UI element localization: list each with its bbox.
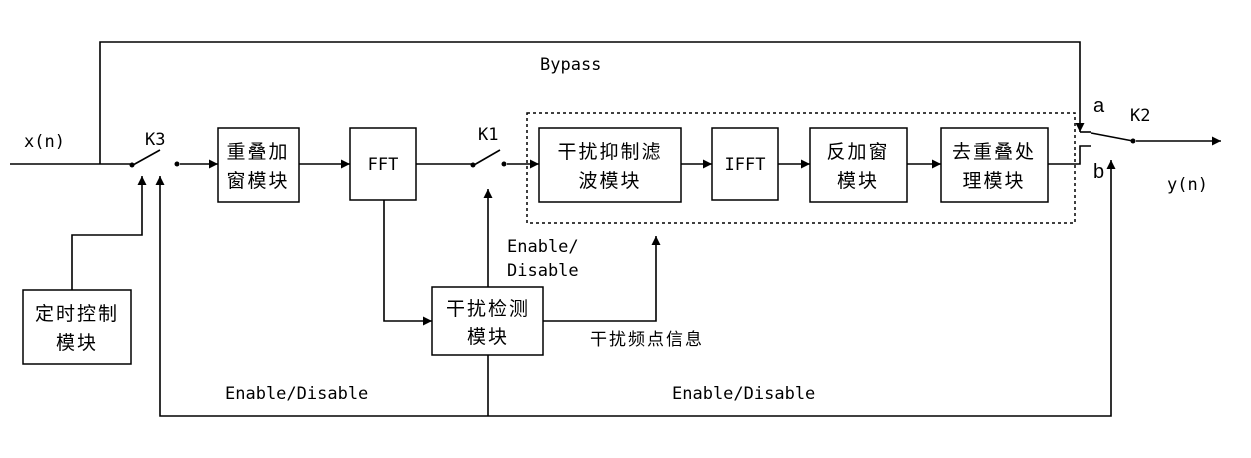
filter-line2: 波模块 xyxy=(578,170,641,192)
ifft-block: IFFT xyxy=(711,127,779,201)
timer-line2: 模块 xyxy=(56,332,98,354)
k3-switch-output xyxy=(174,161,180,167)
filter-line1: 干扰抑制滤 xyxy=(557,141,662,163)
overlap-window-line2: 窗模块 xyxy=(226,170,289,192)
de-overlap-line2: 理模块 xyxy=(962,170,1025,192)
k1-switch-output xyxy=(501,161,507,167)
k3-switch-blade xyxy=(132,149,161,166)
k2-label: K2 xyxy=(1130,106,1150,126)
bypass-line xyxy=(99,41,1085,164)
k3-switch-contact xyxy=(129,162,135,168)
k1-switch-blade xyxy=(473,149,501,166)
x-input-label: x(n) xyxy=(24,132,65,152)
detector-line2: 模块 xyxy=(467,326,509,348)
detector-to-enclosure-line xyxy=(543,236,661,322)
inverse-window-block: 反加窗 模块 xyxy=(809,127,908,203)
k2-enable-disable-label: Enable/Disable xyxy=(672,384,815,404)
bus-to-k2-line xyxy=(488,160,1116,417)
k2-terminal-b-label: b xyxy=(1093,161,1104,183)
interference-info-label: 干扰频点信息 xyxy=(590,330,704,350)
filter-block: 干扰抑制滤 波模块 xyxy=(538,127,682,203)
timer-line1: 定时控制 xyxy=(35,303,119,325)
k1-enable-label-line1: Enable/ xyxy=(507,237,579,257)
interference-detector-block: 干扰检测 模块 xyxy=(431,286,544,356)
ifft-label: IFFT xyxy=(725,155,766,175)
bus-to-k3-line xyxy=(155,176,488,417)
processing-chain-enclosure xyxy=(526,112,1076,224)
k3-label: K3 xyxy=(145,130,165,150)
inverse-window-line1: 反加窗 xyxy=(826,141,889,163)
inverse-window-line2: 模块 xyxy=(837,170,879,192)
k1-switch-contact xyxy=(470,162,476,168)
de-overlap-block: 去重叠处 理模块 xyxy=(940,127,1049,203)
timer-to-k3-line xyxy=(71,176,147,290)
overlap-window-block: 重叠加 窗模块 xyxy=(217,127,300,203)
deoverlap-to-k2b-line xyxy=(1048,145,1091,165)
fft-to-detector-line xyxy=(383,200,432,326)
k3-enable-disable-label: Enable/Disable xyxy=(225,384,368,404)
detector-line1: 干扰检测 xyxy=(446,298,530,320)
fft-block: FFT xyxy=(349,127,417,201)
k1-label: K1 xyxy=(478,125,498,145)
bypass-label: Bypass xyxy=(540,55,601,75)
fft-label: FFT xyxy=(368,155,399,175)
timer-control-block: 定时控制 模块 xyxy=(22,289,132,365)
k1-enable-label-line2: Disable xyxy=(507,261,579,281)
overlap-window-line1: 重叠加 xyxy=(226,141,289,163)
de-overlap-line1: 去重叠处 xyxy=(952,141,1036,163)
k2-terminal-a-label: a xyxy=(1093,95,1105,117)
k2-switch-pivot xyxy=(1130,138,1136,144)
y-output-label: y(n) xyxy=(1167,175,1208,195)
k2-switch-blade xyxy=(1090,132,1134,142)
